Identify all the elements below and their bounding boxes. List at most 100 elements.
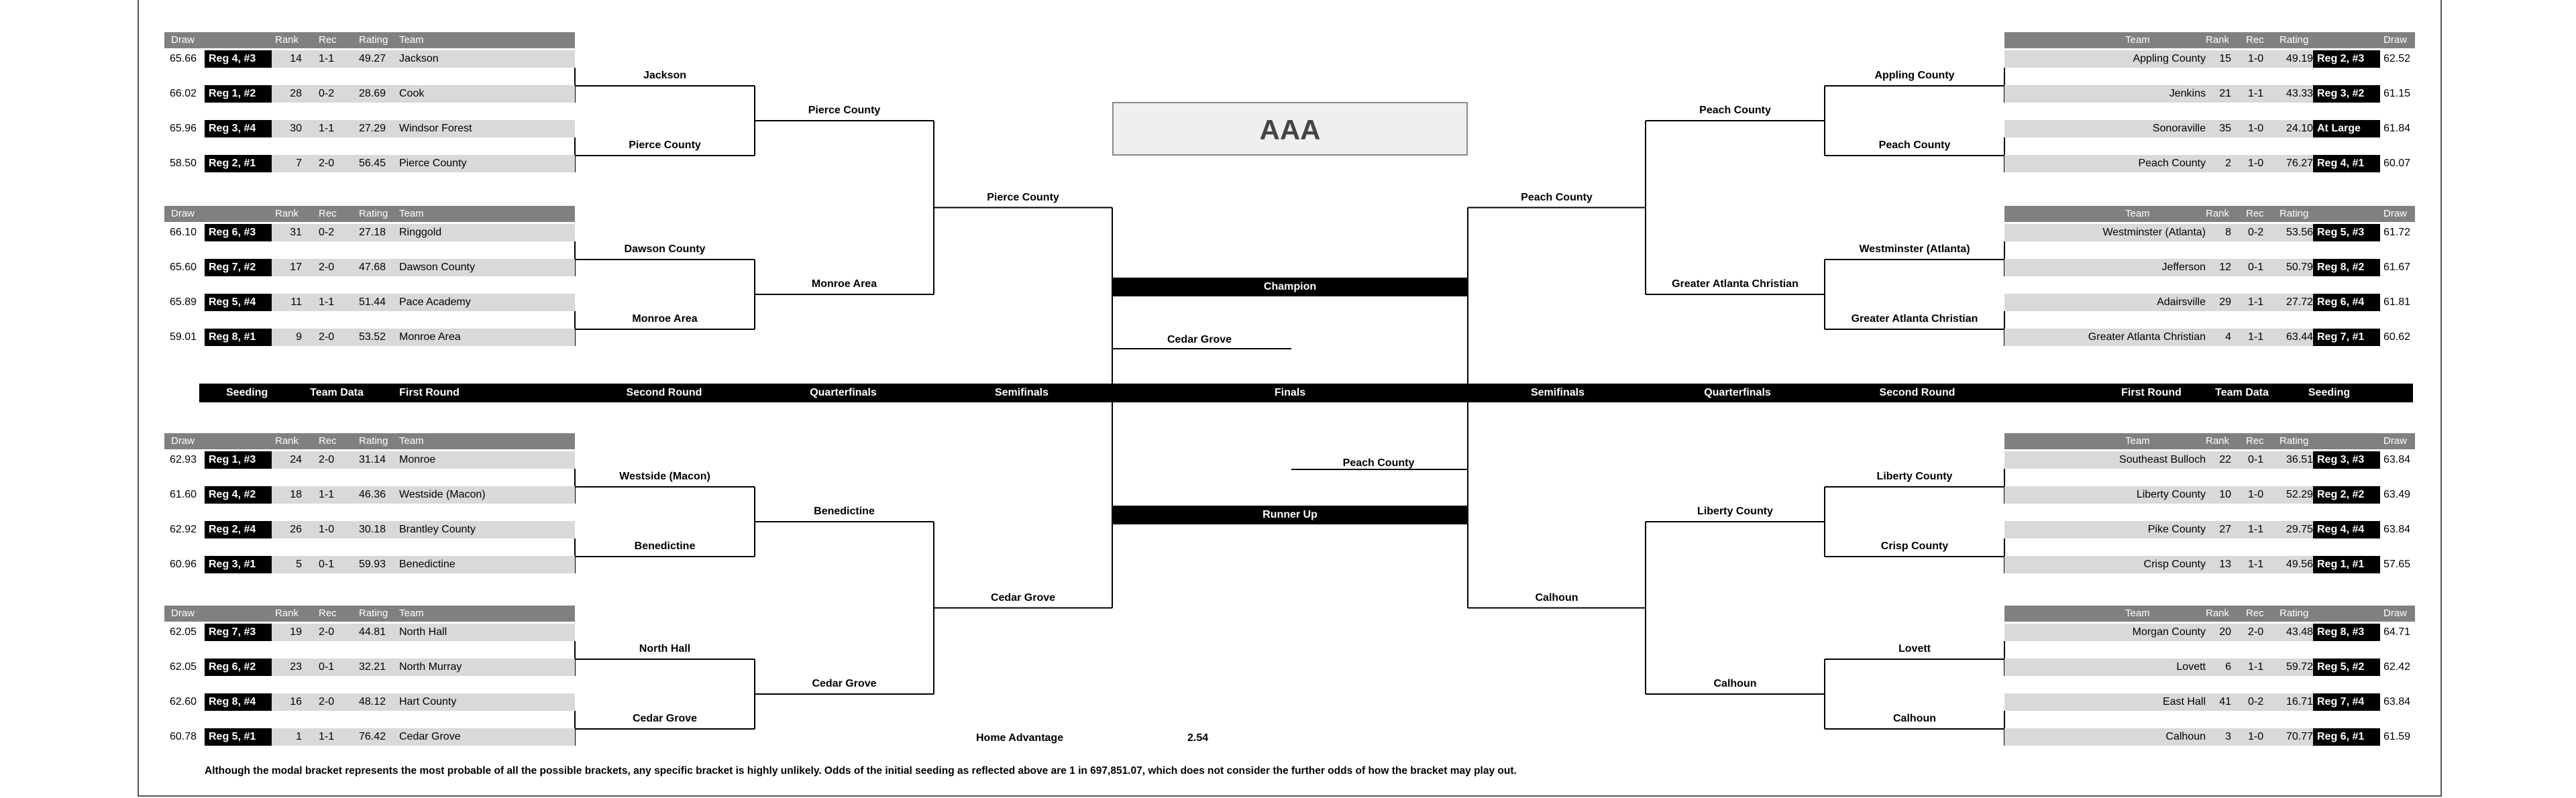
draw-value: 61.60 xyxy=(164,486,205,504)
header-draw-bg xyxy=(2378,32,2415,48)
stage-quarterfinals-left: Quarterfinals xyxy=(810,387,877,398)
rank-value: 4 xyxy=(2225,331,2231,343)
bracket-frame xyxy=(138,0,2442,797)
r2-winner: Liberty County xyxy=(1876,471,1953,482)
team-name: Adairsville xyxy=(2157,296,2206,308)
seed-badge: Reg 7, #1 xyxy=(2313,329,2380,346)
draw-value: 63.84 xyxy=(2380,451,2415,469)
draw-value: 61.81 xyxy=(2380,294,2415,311)
rank-value: 8 xyxy=(2225,227,2231,238)
header-draw-bg xyxy=(2378,606,2415,622)
rank-value: 15 xyxy=(2219,53,2231,64)
record-value: 1-1 xyxy=(2248,524,2264,535)
stage-semifinals-right: Semifinals xyxy=(1530,387,1585,398)
stage-second-round-right: Second Round xyxy=(1879,387,1955,398)
r2-winner: Benedictine xyxy=(634,540,696,552)
team-name: Lovett xyxy=(2176,661,2206,673)
qf-winner: Liberty County xyxy=(1697,506,1773,517)
record-value: 0-1 xyxy=(319,559,335,570)
header-team: Team xyxy=(399,208,424,219)
team-name: North Hall xyxy=(399,626,447,638)
header-rank: Rank xyxy=(2206,34,2230,46)
r2-winner: Monroe Area xyxy=(632,313,698,325)
rating-value: 43.48 xyxy=(2286,626,2313,638)
header-rank: Rank xyxy=(275,34,299,46)
record-value: 2-0 xyxy=(319,262,335,273)
team-name: Monroe Area xyxy=(399,331,461,343)
header-rec: Rec xyxy=(2246,435,2264,447)
r2-winner: Crisp County xyxy=(1880,540,1949,552)
header-rank: Rank xyxy=(275,608,299,619)
header-draw: Draw xyxy=(171,435,195,447)
r2-winner: Dawson County xyxy=(624,243,706,255)
draw-value: 65.96 xyxy=(164,120,205,137)
rank-value: 18 xyxy=(290,489,302,500)
rank-value: 22 xyxy=(2219,454,2231,465)
seed-badge: Reg 2, #2 xyxy=(2313,486,2380,504)
header-team: Team xyxy=(399,34,424,46)
record-value: 1-0 xyxy=(2248,123,2264,134)
rating-value: 56.45 xyxy=(359,158,386,169)
rating-value: 31.14 xyxy=(359,454,386,465)
header-draw-bg xyxy=(164,206,201,222)
team-name: North Murray xyxy=(399,661,462,673)
rating-value: 52.29 xyxy=(2286,489,2313,500)
sf-winner: Peach County xyxy=(1521,191,1593,203)
draw-value: 61.67 xyxy=(2380,259,2415,276)
stage-first-round-right: First Round xyxy=(2121,387,2182,398)
runner-up-bar: Runner Up xyxy=(1112,506,1468,524)
rank-value: 7 xyxy=(296,158,302,169)
record-value: 1-1 xyxy=(319,731,335,742)
champion-bar: Champion xyxy=(1112,278,1468,296)
header-draw: Draw xyxy=(171,208,195,219)
team-name: Benedictine xyxy=(399,559,455,570)
rank-value: 1 xyxy=(296,731,302,742)
rank-value: 41 xyxy=(2219,696,2231,707)
team-name: Monroe xyxy=(399,454,436,465)
draw-value: 61.59 xyxy=(2380,728,2415,746)
team-name: Peach County xyxy=(2138,158,2206,169)
qf-winner: Pierce County xyxy=(808,105,881,116)
rating-value: 59.72 xyxy=(2286,661,2313,673)
header-team: Team xyxy=(399,608,424,619)
rank-value: 20 xyxy=(2219,626,2231,638)
header-rec: Rec xyxy=(319,608,337,619)
draw-value: 62.05 xyxy=(164,624,205,641)
seed-badge: Reg 3, #1 xyxy=(205,556,272,573)
header-team: Team xyxy=(2125,608,2150,619)
record-value: 1-0 xyxy=(2248,489,2264,500)
draw-value: 60.62 xyxy=(2380,329,2415,346)
stage-seeding-right: Seeding xyxy=(2308,387,2351,398)
qf-winner: Benedictine xyxy=(814,506,875,517)
draw-value: 63.84 xyxy=(2380,521,2415,538)
seed-badge: Reg 2, #1 xyxy=(205,155,272,172)
rating-value: 53.56 xyxy=(2286,227,2313,238)
seed-badge: Reg 7, #3 xyxy=(205,624,272,641)
draw-value: 58.50 xyxy=(164,155,205,172)
footnote: Although the modal bracket represents th… xyxy=(205,765,1517,777)
draw-value: 65.66 xyxy=(164,50,205,68)
header-team: Team xyxy=(2125,208,2150,219)
qf-winner: Cedar Grove xyxy=(812,678,877,689)
header-rank: Rank xyxy=(2206,608,2230,619)
rating-value: 53.52 xyxy=(359,331,386,343)
header-draw: Draw xyxy=(2383,34,2408,46)
team-name: Jefferson xyxy=(2161,262,2206,273)
rank-value: 31 xyxy=(290,227,302,238)
